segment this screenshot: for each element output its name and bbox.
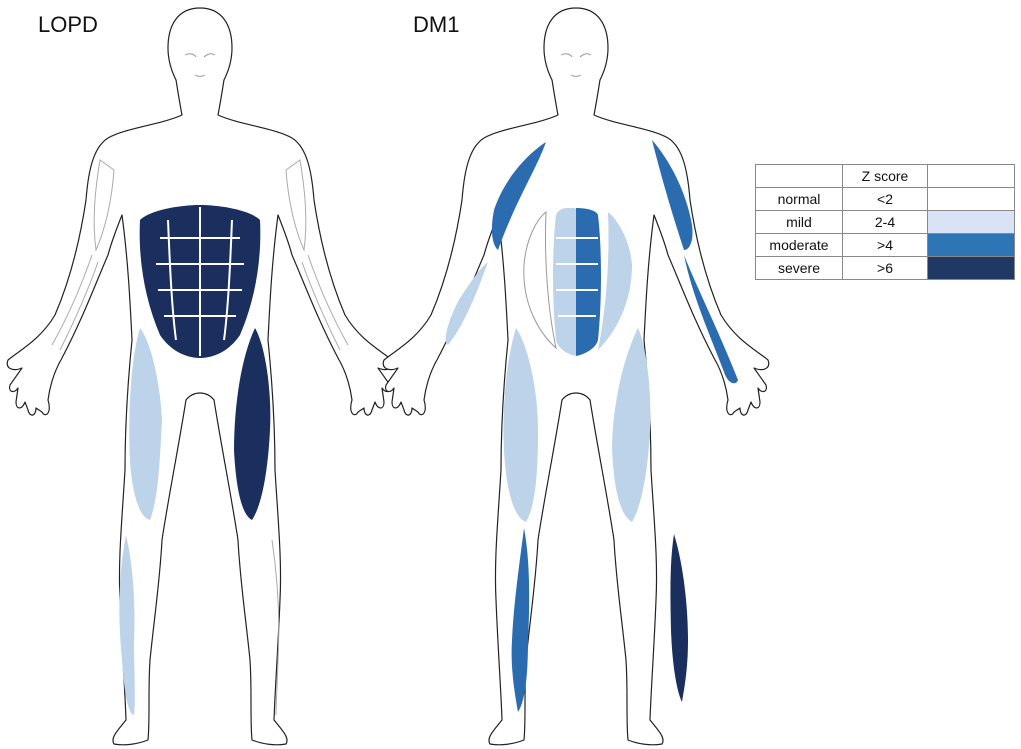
right-thigh-muscle [234,328,271,520]
legend-header-empty [755,164,843,188]
legend-swatch-severe [927,256,1015,280]
legend-swatch-mild [927,210,1015,234]
legend-label: normal [755,187,843,211]
left-thigh-muscle [503,328,538,522]
body-outline [6,7,394,746]
right-lower-leg-muscle [670,534,688,702]
dm1-body-figure [382,7,770,746]
left-forearm-muscle [445,262,488,345]
legend-header-zscore: Z score [842,164,928,188]
right-rectus-abdominis [576,208,601,356]
legend-range: >6 [842,256,928,280]
left-upper-arm-muscle [491,142,546,250]
abdominal-muscles [139,205,261,358]
upper-arm-outlines [93,159,307,252]
right-oblique-muscle [598,212,632,350]
left-lower-leg-muscle [119,535,135,715]
legend-range: 2-4 [842,210,928,234]
lopd-body-figure [6,7,394,746]
legend-swatch-normal [927,187,1015,211]
forearm-outlines [51,254,349,351]
left-oblique-muscle [523,210,557,350]
leg-muscles [503,328,688,712]
abdominal-muscles [523,208,632,356]
legend-row-severe: severe >6 [755,256,1015,280]
legend-label: severe [755,256,843,280]
right-thigh-muscle [612,328,651,522]
legend-label: mild [755,210,843,234]
legend-row-moderate: moderate >4 [755,233,1015,257]
legend-row-mild: mild 2-4 [755,210,1015,234]
face-details [184,53,216,77]
arm-muscles [445,140,738,384]
left-rectus-abdominis [553,208,576,356]
legend-range: >4 [842,233,928,257]
legend-label: moderate [755,233,843,257]
left-lower-leg-muscle [511,528,530,712]
dm1-figure-title: DM1 [413,12,460,37]
right-upper-arm-muscle [652,140,693,250]
face-details [560,53,592,77]
z-score-legend: Z score normal <2 mild 2-4 moderate >4 s… [755,164,1015,280]
legend-range: <2 [842,187,928,211]
legend-header-swatch [927,164,1015,188]
body-outline [382,7,770,746]
legend-header-row: Z score [755,164,1015,188]
leg-muscles [119,328,280,716]
legend-swatch-moderate [927,233,1015,257]
right-forearm-muscle [684,255,738,384]
lopd-figure-title: LOPD [38,12,98,37]
legend-row-normal: normal <2 [755,187,1015,211]
left-thigh-muscle [129,328,162,520]
